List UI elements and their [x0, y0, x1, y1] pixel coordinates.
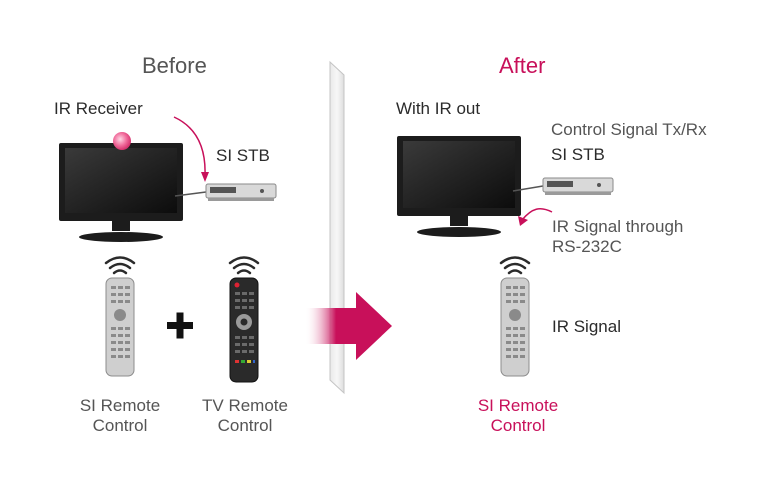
after-si-remote-label: SI Remote Control: [456, 396, 580, 435]
after-heading: After: [499, 53, 546, 78]
ir-waves-icon: [228, 256, 260, 275]
ir-out-label: With IR out: [396, 99, 481, 118]
remote-control-icon: [229, 277, 259, 383]
remote-control-icon: [105, 277, 135, 377]
plus-symbol: +: [168, 300, 169, 301]
ir-waves-icon: [499, 256, 531, 275]
ir-signal-label: IR Signal: [552, 317, 621, 336]
ir-receiver-arrow: [173, 116, 209, 182]
si-remote-label: SI Remote Control: [58, 396, 182, 435]
after-stb-label: SI STB: [551, 145, 605, 164]
control-signal-label: Control Signal Tx/Rx: [551, 120, 707, 139]
rs232c-signal-arrow: [518, 207, 553, 226]
tv-icon: [397, 136, 521, 237]
tv-remote-label-line1: TV Remote: [202, 396, 288, 415]
tv-remote-label: TV Remote Control: [184, 396, 306, 435]
after-si-remote-label-line1: SI Remote: [477, 396, 559, 415]
plus-icon: [167, 312, 193, 339]
tv-remote-label-line2: Control: [217, 415, 273, 435]
si-remote-label-line2: Control: [92, 415, 148, 435]
ir-through-label-line2: RS-232C: [552, 236, 622, 256]
set-top-box-icon: [174, 183, 277, 201]
ir-receiver-dot-icon: [113, 132, 131, 150]
ir-waves-icon: [104, 256, 136, 275]
remote-control-icon: [500, 277, 530, 377]
before-stb-label: SI STB: [216, 146, 270, 165]
ir-through-label: IR Signal through RS-232C: [552, 217, 683, 256]
ir-through-label-line1: IR Signal through: [552, 217, 684, 236]
ir-receiver-label: IR Receiver: [54, 99, 143, 118]
arrow-right-icon: [306, 292, 392, 360]
tv-icon: [59, 143, 183, 242]
si-remote-label-line1: SI Remote: [79, 396, 161, 415]
set-top-box-icon: [512, 177, 614, 195]
before-heading: Before: [142, 53, 207, 78]
after-si-remote-label-line2: Control: [490, 415, 546, 435]
